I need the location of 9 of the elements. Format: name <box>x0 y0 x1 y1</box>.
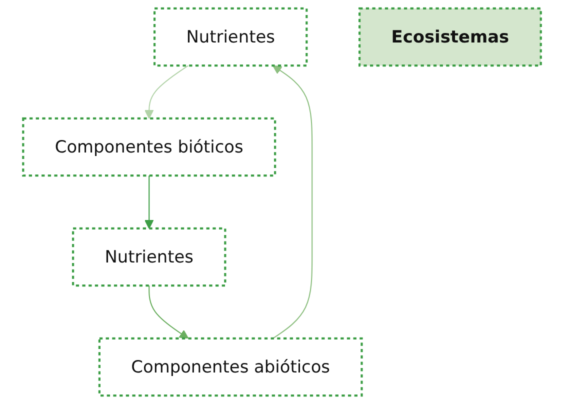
arrow <box>272 65 313 339</box>
arrow <box>148 286 189 339</box>
node-box: Componentes bióticos <box>22 117 276 177</box>
arrow <box>144 176 154 229</box>
node-box: Nutrientes <box>153 7 308 67</box>
node-box: Ecosistemas <box>358 7 542 67</box>
node-box: Componentes abióticos <box>98 337 363 397</box>
arrow <box>144 65 189 119</box>
node-box: Nutrientes <box>72 227 226 287</box>
